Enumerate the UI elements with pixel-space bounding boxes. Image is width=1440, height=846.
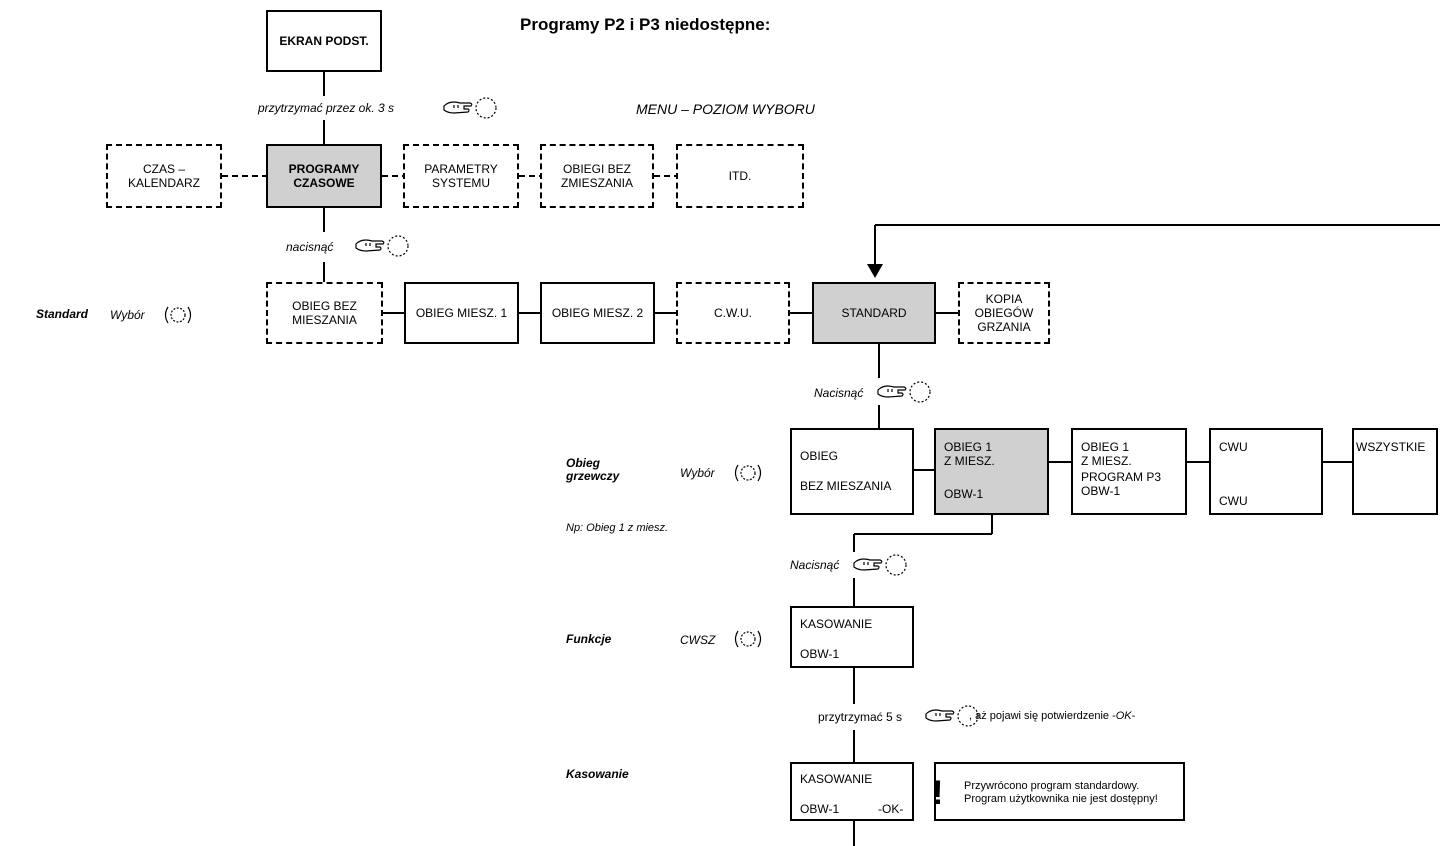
- parametry-line2: SYSTEMU: [431, 176, 490, 190]
- r3d-line2: CWU: [1219, 494, 1248, 508]
- obiegi-line2: ZMIESZANIA: [560, 176, 633, 190]
- label-nacisnac-2: Nacisnąć: [814, 386, 864, 400]
- programy-line2: CZASOWE: [293, 176, 355, 190]
- warning-exclamation-icon: !: [932, 774, 944, 812]
- obieg-m1-label: OBIEG MIESZ. 1: [415, 306, 508, 320]
- box-obieg1-z-miesz: OBIEG 1 Z MIESZ. OBW-1: [934, 428, 1049, 515]
- r3c-line4: OBW-1: [1081, 484, 1121, 498]
- box-obieg-bez-mieszania: OBIEG BEZ MIESZANIA: [266, 282, 383, 344]
- box-kasowanie-ok: KASOWANIE OBW-1 -OK-: [790, 762, 914, 821]
- hand-press-icon: [355, 235, 409, 257]
- box-parametry-systemu: PARAMETRY SYSTEMU: [403, 144, 519, 208]
- hand-press-icon: [925, 705, 979, 727]
- label-obieg-grzewczy: Obieg grzewczy: [566, 457, 619, 483]
- note-box: [934, 762, 1185, 821]
- label-przytrzymac-3s: przytrzymać przez ok. 3 s: [258, 101, 395, 115]
- obieg-m2-label: OBIEG MIESZ. 2: [551, 306, 644, 320]
- obieg-grz-line1: Obieg: [566, 456, 601, 470]
- box-obieg1-program-p3: OBIEG 1 Z MIESZ. PROGRAM P3 OBW-1: [1071, 428, 1187, 515]
- kopia-line3: GRZANIA: [977, 320, 1031, 334]
- box-ekran-podst: EKRAN PODST.: [266, 10, 382, 72]
- menu-level-caption: MENU – POZIOM WYBORU: [636, 101, 815, 117]
- obieg-bez-line1: OBIEG BEZ: [292, 299, 357, 313]
- potwierdzenie-end: -: [1131, 710, 1136, 722]
- programy-line1: PROGRAMY: [288, 162, 360, 176]
- czas-line1: CZAS –: [142, 162, 185, 176]
- box-czas-kalendarz: CZAS – KALENDARZ: [106, 144, 222, 208]
- label-wybor-1: Wybór: [110, 308, 145, 322]
- label-np-example: Np: Obieg 1 z miesz.: [566, 522, 669, 534]
- itd-label: ITD.: [728, 169, 752, 183]
- r3e-line1: WSZYSTKIE: [1356, 440, 1426, 454]
- r3d-line1: CWU: [1219, 440, 1248, 454]
- label-standard-side: Standard: [36, 307, 89, 321]
- kas2-line2a: OBW-1: [800, 802, 840, 816]
- r3c-line2: Z MIESZ.: [1081, 454, 1132, 468]
- box-standard: STANDARD: [812, 282, 936, 344]
- obiegi-line1: OBIEGI BEZ: [562, 162, 631, 176]
- label-wybor-2: Wybór: [680, 466, 715, 480]
- box-cwu: C.W.U.: [676, 282, 790, 344]
- label-nacisnac-1: nacisnąć: [286, 240, 334, 254]
- r3a-line1: OBIEG: [800, 449, 839, 463]
- cwu-label: C.W.U.: [714, 306, 752, 320]
- box-ekran-label: EKRAN PODST.: [279, 34, 369, 48]
- page-title: Programy P2 i P3 niedostępne:: [520, 15, 771, 34]
- czas-line2: KALENDARZ: [127, 176, 201, 190]
- hand-press-icon: [853, 554, 907, 576]
- hand-press-icon: [443, 97, 497, 119]
- kas2-line2b: -OK-: [878, 802, 904, 816]
- kas1-line1: KASOWANIE: [800, 617, 873, 631]
- label-przytrzymac-5s: przytrzymać 5 s: [818, 710, 903, 724]
- box-obieg-miesz-2: OBIEG MIESZ. 2: [540, 282, 655, 344]
- dial-turn-icon: [734, 630, 762, 648]
- r3b-line3: OBW-1: [944, 487, 984, 501]
- obieg-grz-line2: grzewczy: [566, 469, 620, 483]
- dial-turn-icon: [734, 464, 762, 482]
- box-obieg-bez-mieszania-r3: OBIEG BEZ MIESZANIA: [790, 428, 914, 515]
- box-obieg-miesz-1: OBIEG MIESZ. 1: [404, 282, 519, 344]
- box-obiegi-bez-zmieszania: OBIEGI BEZ ZMIESZANIA: [540, 144, 654, 208]
- kopia-line2: OBIEGÓW: [974, 306, 1034, 320]
- box-kopia-obiegow: KOPIA OBIEGÓW GRZANIA: [958, 282, 1050, 344]
- r3b-line2: Z MIESZ.: [944, 454, 995, 468]
- box-cwu-r3: CWU CWU: [1209, 428, 1323, 515]
- box-programy-czasowe: PROGRAMY CZASOWE: [266, 144, 382, 208]
- box-kasowanie: KASOWANIE OBW-1: [790, 606, 914, 668]
- potwierdzenie-text: , aż pojawi się potwierdzenie -: [969, 710, 1116, 722]
- parametry-line1: PARAMETRY: [424, 162, 498, 176]
- label-potwierdzenie: , aż pojawi się potwierdzenie -OK-: [969, 710, 1135, 722]
- box-wszystkie: WSZYSTKIE: [1352, 428, 1438, 515]
- note-line2: Program użytkownika nie jest dostępny!: [964, 793, 1158, 805]
- r3b-line1: OBIEG 1: [944, 440, 993, 454]
- hand-press-icon: [877, 381, 931, 403]
- label-kasowanie-side: Kasowanie: [566, 767, 629, 781]
- r3c-line1: OBIEG 1: [1081, 440, 1130, 454]
- kas2-line1: KASOWANIE: [800, 772, 873, 786]
- label-nacisnac-3: Nacisnąć: [790, 558, 840, 572]
- label-funkcje: Funkcje: [566, 632, 612, 646]
- obieg-bez-line2: MIESZANIA: [292, 313, 357, 327]
- kas1-line2: OBW-1: [800, 647, 840, 661]
- standard-label: STANDARD: [841, 306, 907, 320]
- r3a-line2: BEZ MIESZANIA: [800, 479, 892, 493]
- note-line1: Przywrócono program standardowy.: [964, 780, 1140, 792]
- dial-turn-icon: [164, 306, 192, 324]
- box-itd: ITD.: [676, 144, 804, 208]
- r3c-line3: PROGRAM P3: [1081, 470, 1162, 484]
- kopia-line1: KOPIA: [985, 292, 1023, 306]
- potwierdzenie-ok: OK: [1115, 710, 1132, 722]
- label-cwsz: CWSZ: [680, 633, 716, 647]
